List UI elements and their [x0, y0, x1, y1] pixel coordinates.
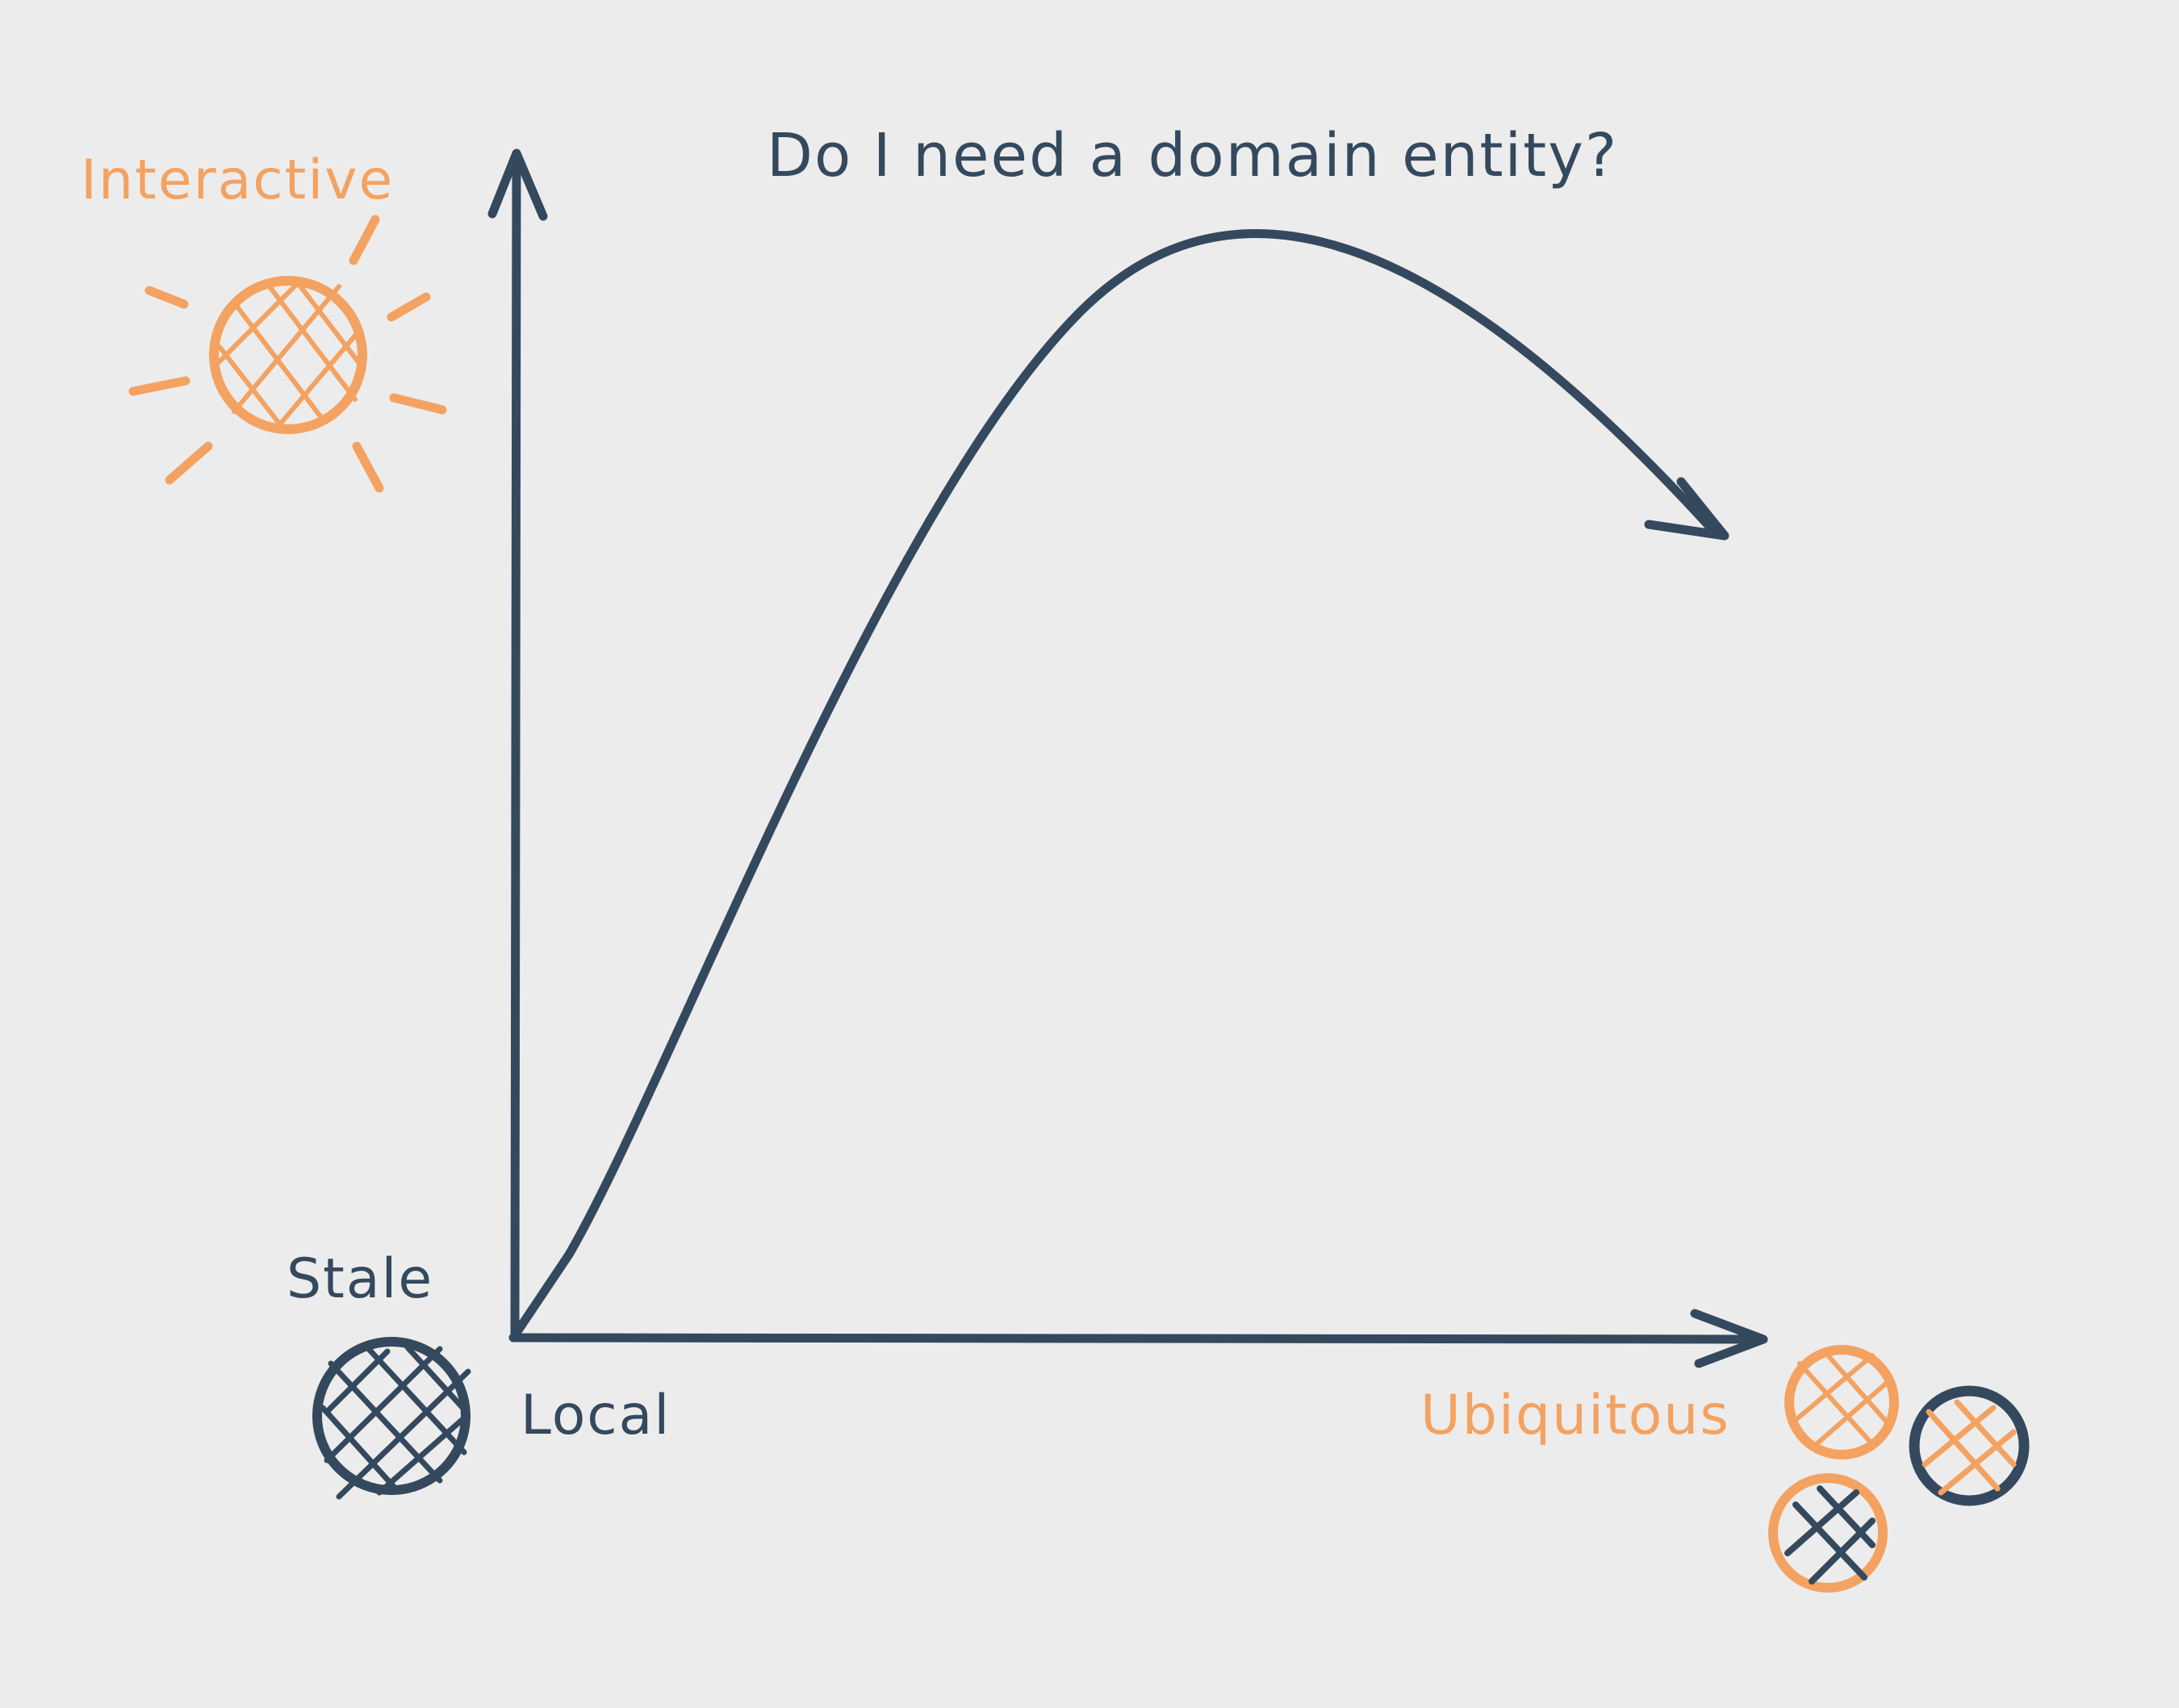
trend-curve — [512, 229, 1729, 1338]
mixed-circle-icon — [1768, 1473, 1888, 1593]
y-axis-bottom-label: Stale — [286, 1247, 433, 1311]
x-axis-left-label: Local — [521, 1384, 671, 1447]
local-icon — [312, 1337, 471, 1500]
diagram-title: Do I need a domain entity? — [767, 121, 1618, 190]
sun-icon — [128, 215, 447, 493]
orange-circle-icon — [1784, 1345, 1899, 1460]
y-axis — [487, 148, 548, 1343]
dark-circle-icon — [1909, 1385, 2030, 1506]
x-axis-right-label: Ubiquitous — [1420, 1384, 1730, 1447]
y-axis-top-label: Interactive — [81, 148, 394, 212]
x-axis — [508, 1309, 1768, 1368]
